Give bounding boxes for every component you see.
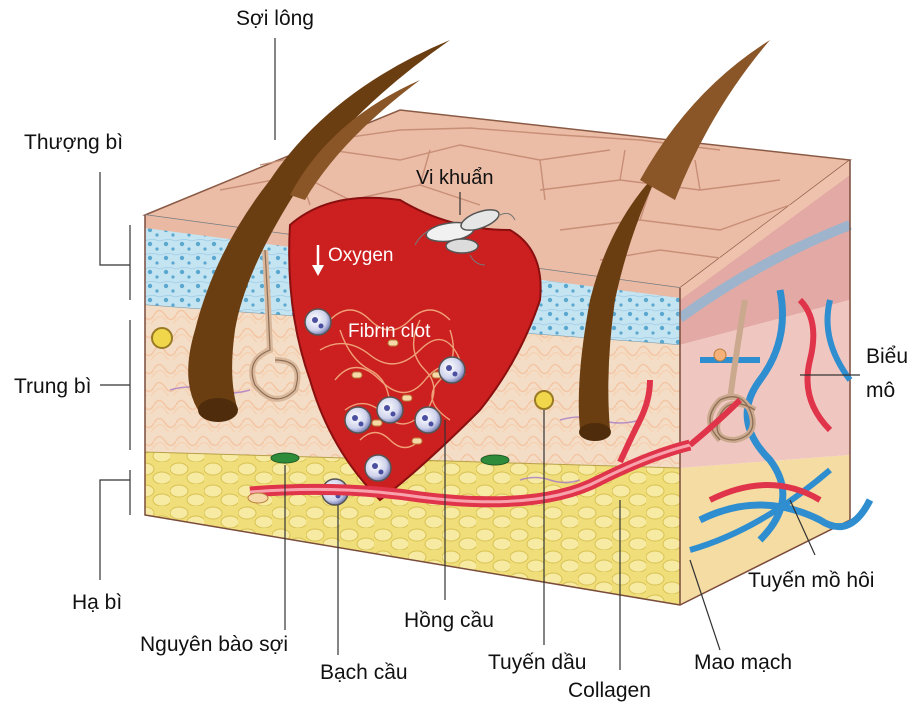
bacteria-label: Vi khuẩn bbox=[416, 168, 493, 188]
sebaceous-gland-left bbox=[152, 328, 172, 348]
fibroblast-cell bbox=[481, 455, 509, 465]
fibroblast-cell bbox=[271, 453, 299, 463]
oxygen-label: Oxygen bbox=[328, 246, 393, 265]
sebaceous-gland-label: Tuyến dầu bbox=[488, 652, 586, 673]
hypodermis-label: Hạ bì bbox=[72, 592, 122, 613]
epidermis-label: Thượng bì bbox=[24, 132, 123, 153]
fibroblast-label: Nguyên bào sợi bbox=[140, 634, 288, 655]
red-blood-cell-label: Hồng cầu bbox=[404, 610, 494, 631]
epithelium-label-line1: Biểu bbox=[866, 346, 908, 367]
capillary-label: Mao mạch bbox=[694, 652, 792, 673]
sweat-gland-label: Tuyến mồ hôi bbox=[748, 570, 874, 591]
collagen-label: Collagen bbox=[568, 680, 651, 701]
hair-label: Sợi lông bbox=[236, 8, 314, 29]
dermis-label: Trung bì bbox=[14, 376, 91, 397]
white-blood-cell-label: Bạch cầu bbox=[320, 662, 408, 683]
fibrin-clot-label: Fibrin clot bbox=[348, 322, 430, 341]
epithelium-label-line2: mô bbox=[866, 380, 895, 401]
sebaceous-gland-right bbox=[535, 391, 553, 409]
